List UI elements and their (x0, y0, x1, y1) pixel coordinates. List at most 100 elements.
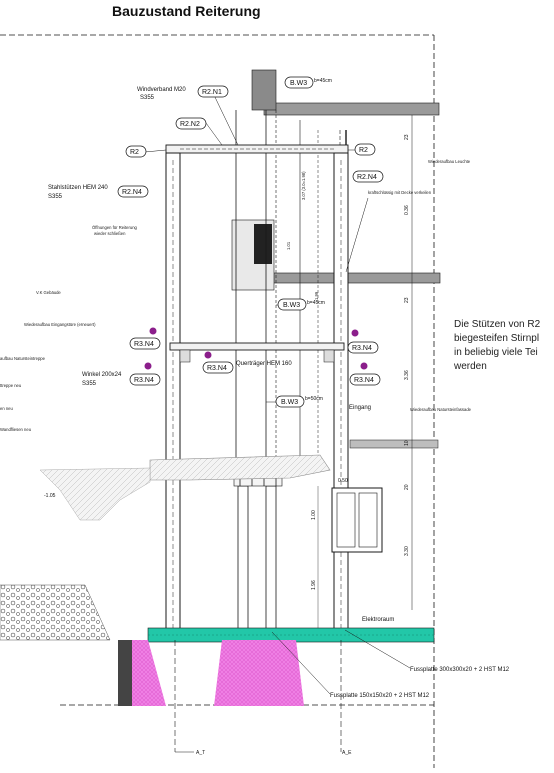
marker-dot-1 (149, 327, 157, 335)
foundation-center (214, 640, 304, 706)
label-winkel-mat: S355 (82, 381, 97, 387)
dim-10: 10 (404, 440, 410, 446)
dim-050: 0.50 (338, 478, 348, 484)
label-stahlstuetzen-mat: S355 (48, 194, 63, 200)
dim-196: 1.96 (311, 580, 317, 590)
shaft-dark (254, 224, 272, 264)
note-line-2: biegesteifen Stirnpl (454, 333, 539, 344)
natural-stone-wall (0, 584, 111, 641)
svg-text:R3.N4: R3.N4 (134, 377, 154, 384)
svg-text:B.W3: B.W3 (290, 80, 307, 87)
label-left-frag-3: en neu (0, 406, 13, 411)
bubble-r2n4-right: R2.N4 (352, 170, 384, 183)
svg-text:R3.N4: R3.N4 (352, 345, 372, 352)
label-winkel: Winkel 200x24 (82, 372, 122, 378)
label-eingang: Eingang (349, 405, 371, 411)
label-vk-gebaeude: V.K Gebäude (36, 290, 61, 295)
label-oeffnungen-1: Öffnungen für Reiterung (92, 225, 138, 230)
shaft-top (251, 69, 277, 111)
inner-prop-right (265, 485, 277, 632)
svg-text:R3.N4: R3.N4 (354, 377, 374, 384)
bubble-r3n4-right-a: R3.N4 (347, 341, 379, 354)
label-wiederaufbau-leuchte: Wiederaufbau Leuchte (428, 159, 471, 164)
marker-dot-5 (360, 362, 368, 370)
note-line-4: werden (453, 361, 487, 372)
exterior-stair (39, 467, 151, 521)
leader-kraftschluessig (345, 197, 369, 273)
door-pane-right (358, 492, 378, 548)
label-fussplatte-300: Fussplatte 300x300x20 + 2 HST M12 (410, 667, 510, 673)
marker-dot-2 (144, 362, 152, 370)
note-line-1: Die Stützen von R2 (454, 319, 541, 330)
foundation-dark (118, 640, 132, 706)
label-b50: b=50cm (305, 396, 323, 402)
door-pane-left (336, 492, 356, 548)
svg-text:B.W3: B.W3 (283, 302, 300, 309)
bubble-bw3-top: B.W3 (284, 76, 314, 89)
leader-r2n2 (205, 122, 223, 146)
dim-23: 23 (404, 134, 410, 140)
svg-text:R3.N4: R3.N4 (134, 341, 154, 348)
svg-text:R2.N4: R2.N4 (122, 189, 142, 196)
svg-text:R2: R2 (130, 149, 139, 156)
bubble-r3n4-right-b: R3.N4 (349, 373, 381, 386)
label-stahlstuetzen: Stahlstützen HEM 240 (48, 185, 108, 191)
bubble-r2n4-left: R2.N4 (117, 185, 149, 198)
label-fussplatte-150: Fussplatte 150x150x20 + 2 HST M12 (330, 693, 430, 699)
svg-text:R3.N4: R3.N4 (207, 365, 227, 372)
label-wiederaufbau-naturstein: Wiederaufbau Natursteinfassade (410, 407, 472, 412)
axis-ae-label: A_E (342, 750, 352, 756)
leader-fussplatte-150 (271, 631, 331, 695)
label-left-frag-1: aufbau Natursteintreppe (0, 356, 46, 361)
middle-crossbeam (169, 342, 345, 351)
drawing-title: Bauzustand Reiterung (112, 3, 261, 19)
dim-036: 0.36 (404, 205, 410, 215)
bubble-r3n4-center: R3.N4 (202, 361, 234, 374)
top-crossbeam (165, 144, 349, 154)
label-windverband: Windverband M20 (137, 87, 186, 93)
bubble-bw3-low: B.W3 (275, 395, 305, 408)
label-b45-top: b=45cm (314, 78, 332, 84)
angle-right (323, 349, 335, 363)
label-windverband-mat: S355 (140, 95, 155, 101)
bubble-r2-left: R2 (125, 145, 147, 158)
svg-text:R2.N4: R2.N4 (357, 174, 377, 181)
roof-slab (263, 102, 440, 116)
ground-slab (147, 627, 435, 643)
note-line-3: in beliebig viele Tei (454, 347, 538, 358)
svg-text:R2.N1: R2.N1 (202, 89, 222, 96)
label-b45-mid: b=45cm (307, 300, 325, 306)
bubble-r2n1: R2.N1 (197, 85, 229, 98)
label-quertraeger: Querträger HEM 160 (236, 361, 292, 367)
dim-336: 3.36 (404, 370, 410, 380)
label-kraftschluessig: kraftschlüssig mit Decke verkeilen (368, 190, 432, 195)
angle-left (179, 349, 191, 363)
leader-fussplatte-300 (344, 629, 411, 669)
label-left-frag-4: Wandfliesen neu (0, 427, 32, 432)
axis-at-label: A_T (196, 750, 205, 756)
bubble-r3n4-left-b: R3.N4 (129, 373, 161, 386)
bubble-bw3-mid: B.W3 (277, 298, 307, 311)
dim-minus105: -1.05 (44, 493, 56, 499)
leader-r2-left (144, 149, 167, 153)
label-elektroraum: Elektroraum (362, 617, 394, 623)
mid-floor-slab (349, 439, 439, 449)
label-left-frag-2: ttreppe neu (0, 383, 22, 388)
svg-text:R2.N2: R2.N2 (180, 121, 200, 128)
marker-dot-3 (204, 351, 212, 359)
label-wiederaufbau-eingang: Wiederaufbau Eingangstüre (erneuert) (24, 322, 96, 327)
bubble-r2n2: R2.N2 (175, 117, 207, 130)
bubble-r3n4-left-a: R3.N4 (129, 337, 161, 350)
svg-text:B.W3: B.W3 (281, 399, 298, 406)
marker-dot-4 (351, 329, 359, 337)
foundation-left (132, 640, 166, 706)
dim-20: 20 (404, 484, 410, 490)
leader-r2n1 (212, 92, 239, 146)
dim-vertical-2: 1.01 (286, 241, 291, 250)
label-oeffnungen-2: wieder schließen (94, 231, 126, 236)
dim-330: 3.30 (404, 546, 410, 556)
bubble-r2-right: R2 (354, 143, 376, 156)
dim-23b: 23 (404, 297, 410, 303)
svg-text:R2: R2 (359, 147, 368, 154)
